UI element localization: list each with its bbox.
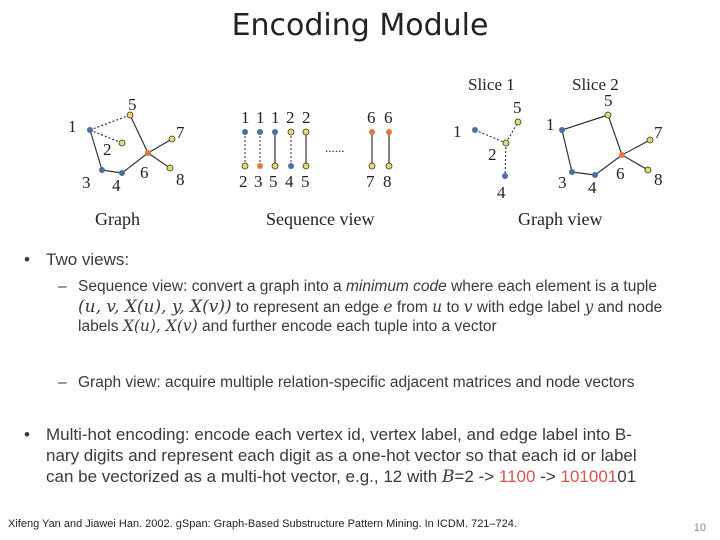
multi-hot-segment: 01 — [598, 467, 618, 486]
graph-node-8: 8 — [176, 170, 185, 189]
multi-hot-segment: 01 — [617, 467, 637, 486]
seq-bottom-4: 4 — [285, 172, 294, 191]
seq-view-text-5: to — [442, 299, 464, 316]
multi-hot-arrow-1: =2 -> — [454, 467, 499, 486]
graph-node-3: 3 — [82, 173, 91, 192]
binary-digit: 1 — [507, 467, 517, 486]
bullet-two-views: • Two views: — [24, 249, 130, 270]
seq-view-text-6: with edge label — [472, 299, 585, 316]
seq-view-labels: X(u), X(v) — [122, 317, 198, 335]
seq-view-v: v — [463, 298, 473, 316]
slice-2-node-7: 7 — [654, 123, 663, 142]
graph-node-6: 6 — [140, 163, 149, 182]
graph-node-7: 7 — [176, 123, 185, 142]
seq-top-3: 1 — [271, 108, 280, 127]
slice-1-node-5: 5 — [513, 98, 522, 117]
graph-caption: Graph — [95, 209, 140, 229]
bullet-dot: • — [24, 425, 30, 444]
multi-hot-segment: 10 — [579, 467, 599, 486]
multi-hot-arrow-2: -> — [535, 467, 561, 486]
seq-view-tuple: (u, v, X(u), y, X(v)) — [78, 297, 232, 317]
seq-bottom-5: 5 — [301, 172, 310, 191]
binary-digit: 1 — [498, 467, 508, 486]
sequence-view: 1 1 1 2 2 6 6 ...... 2 3 5 4 5 7 8 — [239, 108, 393, 229]
seq-bottom-7: 8 — [383, 172, 392, 191]
seq-bottom-6: 7 — [366, 172, 375, 191]
multi-hot-line-3: can be vectorized as a multi-hot vector,… — [46, 467, 442, 486]
seq-view-text-8: labels — [78, 318, 123, 335]
seq-view-text-2: where each element is a tuple — [446, 278, 657, 295]
slice-2-diagram: Slice 2 1 5 3 4 6 7 8 Graph view — [518, 75, 663, 229]
sub-bullet-sequence-view: – Sequence view: convert a graph into a … — [58, 277, 698, 336]
sequence-caption: Sequence view — [266, 209, 374, 229]
slide-title: Encoding Module — [231, 8, 489, 43]
seq-top-7: 6 — [384, 108, 393, 127]
multi-hot-B: B — [441, 467, 455, 487]
seq-view-text-9: and further encode each tuple into a vec… — [197, 318, 497, 335]
slice-1-diagram: Slice 1 1 5 2 4 — [453, 75, 522, 202]
graph-diagram: 1 2 3 4 5 6 7 8 Graph — [68, 95, 185, 229]
sub-bullet-dash: – — [58, 278, 67, 295]
seq-view-y: y — [584, 298, 594, 316]
seq-top-2: 1 — [256, 108, 265, 127]
seq-top-1: 1 — [241, 108, 250, 127]
seq-view-u: u — [432, 298, 443, 316]
sub-bullet-graph-view: – Graph view: acquire multiple relation-… — [58, 373, 698, 392]
seq-top-5: 2 — [302, 108, 311, 127]
multi-hot-line-2: nary digits and represent each digit as … — [46, 446, 637, 465]
graph-node-4: 4 — [112, 176, 121, 195]
graph-node-2: 2 — [103, 140, 112, 159]
sub-bullet-dash: – — [58, 374, 67, 391]
slice-1-node-1: 1 — [453, 122, 462, 141]
graph-view-text: Graph view: acquire multiple relation-sp… — [78, 374, 635, 391]
seq-view-text-7: and node — [593, 299, 663, 316]
seq-bottom-3: 5 — [269, 172, 278, 191]
binary-digit: 00 — [516, 467, 536, 486]
page-number: 10 — [693, 522, 706, 534]
bullet-two-views-text: Two views: — [46, 250, 130, 269]
slice-2-node-3: 3 — [558, 173, 567, 192]
slice-2-node-4: 4 — [588, 178, 597, 197]
seq-bottom-1: 2 — [239, 172, 248, 191]
seq-view-em: minimum code — [345, 278, 447, 295]
multi-hot-line-1: Multi-hot encoding: encode each vertex i… — [46, 425, 632, 444]
seq-view-text-4: from — [392, 299, 433, 316]
slice-1-node-2: 2 — [488, 145, 497, 164]
graph-view-caption: Graph view — [518, 209, 602, 229]
seq-view-text-1: Sequence view: convert a graph into a — [78, 278, 346, 295]
sequence-ellipsis: ...... — [325, 140, 345, 155]
graph-figure: 1 2 3 4 5 6 7 8 Graph 1 1 1 2 2 6 6 — [68, 75, 663, 229]
slice-2-label: Slice 2 — [572, 75, 619, 94]
graph-node-1: 1 — [68, 117, 77, 136]
graph-node-5: 5 — [128, 95, 137, 114]
bullet-multi-hot: • Multi-hot encoding: encode each vertex… — [24, 424, 686, 488]
multi-hot-segment: 10 — [560, 467, 580, 486]
citation-footer: Xifeng Yan and Jiawei Han. 2002. gSpan: … — [8, 518, 517, 530]
seq-view-text-3: to represent an edge — [231, 299, 384, 316]
bullet-dot: • — [24, 250, 30, 269]
slice-2-node-1: 1 — [546, 115, 555, 134]
seq-view-e: e — [383, 298, 393, 316]
slice-1-label: Slice 1 — [468, 75, 515, 94]
slice-1-node-4: 4 — [497, 183, 506, 202]
seq-bottom-2: 3 — [254, 172, 263, 191]
slice-2-node-5: 5 — [604, 91, 613, 110]
seq-top-6: 6 — [367, 108, 376, 127]
seq-top-4: 2 — [286, 108, 295, 127]
slice-2-node-8: 8 — [654, 170, 663, 189]
slice-2-node-6: 6 — [616, 164, 625, 183]
